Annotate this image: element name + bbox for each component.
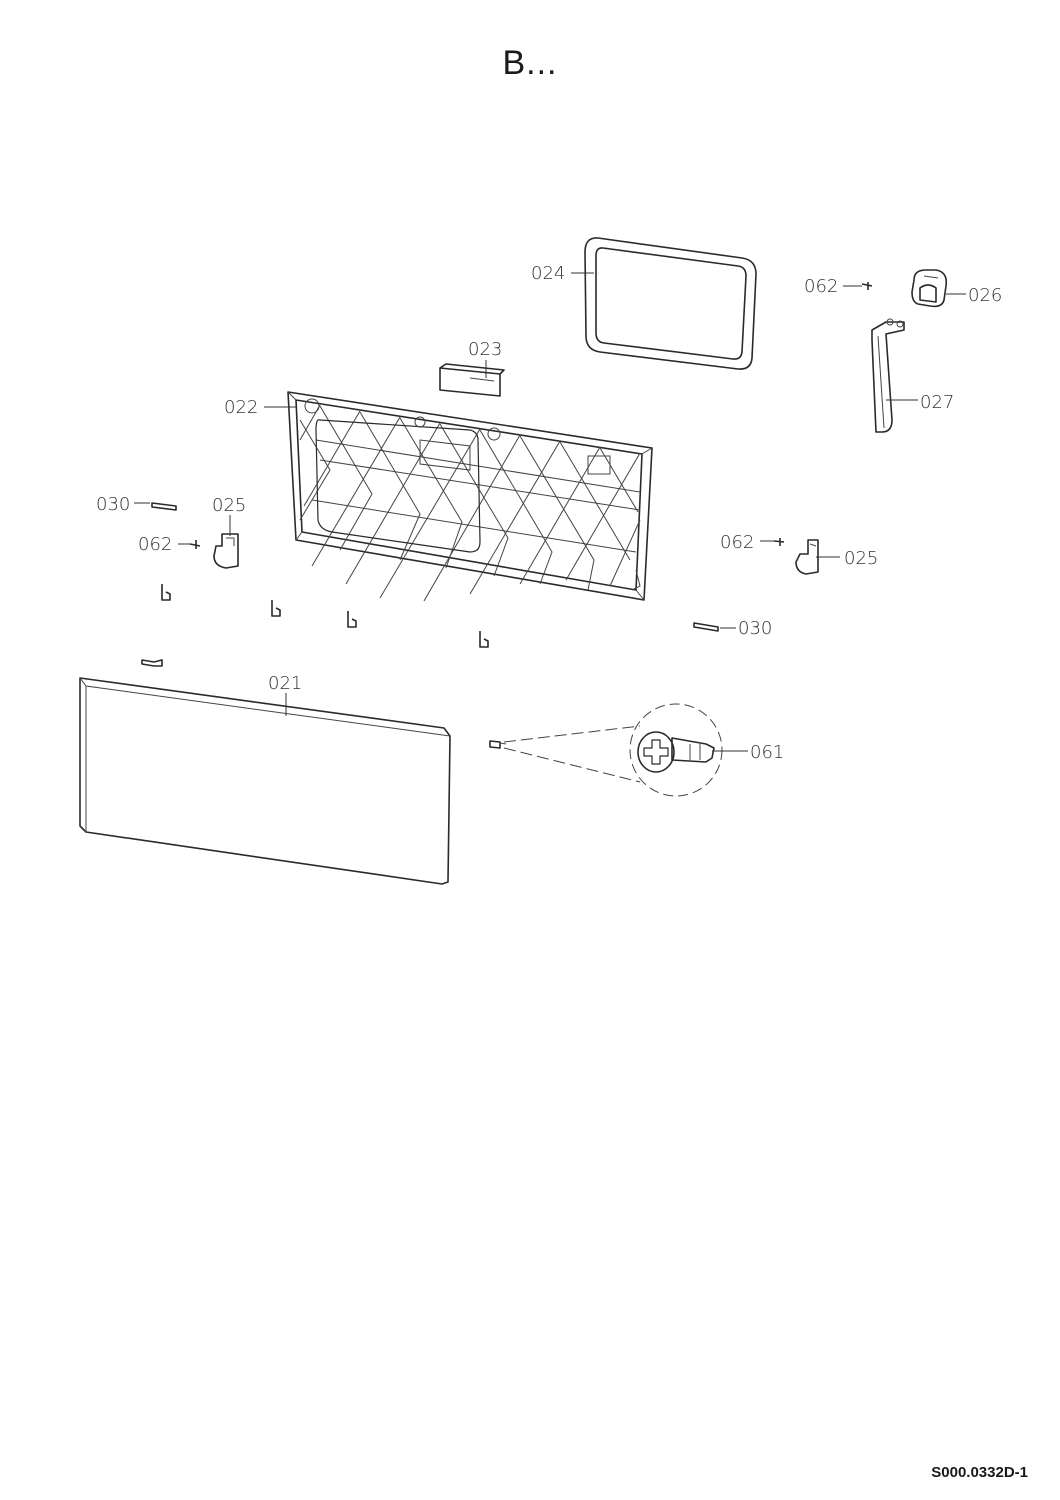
callout-062-left: 062	[138, 534, 172, 555]
callout-030-right: 030	[738, 618, 772, 639]
callout-023: 023	[468, 339, 502, 360]
part-022-inner-panel[interactable]	[287, 391, 653, 602]
callout-025-left: 025	[212, 495, 246, 516]
callout-021: 021	[268, 673, 302, 694]
callout-062-right: 062	[720, 532, 754, 553]
callout-061: 061	[750, 742, 784, 763]
part-024-gasket-frame[interactable]	[584, 237, 757, 370]
part-025-bracket-left[interactable]	[213, 533, 239, 569]
callout-062-top: 062	[804, 276, 838, 297]
part-030-pin-left[interactable]	[151, 502, 177, 511]
callout-labels: 024 062 026 023 027 022 030 025 062 062 …	[96, 263, 1002, 763]
part-025-bracket-right[interactable]	[795, 539, 819, 575]
part-062-screw-right[interactable]	[773, 538, 785, 546]
part-062-screw-top[interactable]	[861, 282, 873, 290]
part-021-outer-panel[interactable]	[79, 677, 451, 885]
callout-022: 022	[224, 397, 258, 418]
callout-026: 026	[968, 285, 1002, 306]
part-030-pin-right[interactable]	[693, 622, 719, 632]
leader-lines	[134, 272, 966, 752]
part-023-handle-strip[interactable]	[439, 363, 505, 397]
page-title: B...	[502, 44, 558, 82]
clip-parts[interactable]	[141, 584, 489, 667]
callout-024: 024	[531, 263, 565, 284]
callout-025-right: 025	[844, 548, 878, 569]
document-code: S000.0332D-1	[931, 1464, 1028, 1481]
part-061-screw[interactable]	[489, 703, 723, 797]
part-026-cap[interactable]	[911, 269, 948, 308]
callout-030-left: 030	[96, 494, 130, 515]
callout-027: 027	[920, 392, 954, 413]
part-027-hinge-arm[interactable]	[871, 318, 905, 433]
